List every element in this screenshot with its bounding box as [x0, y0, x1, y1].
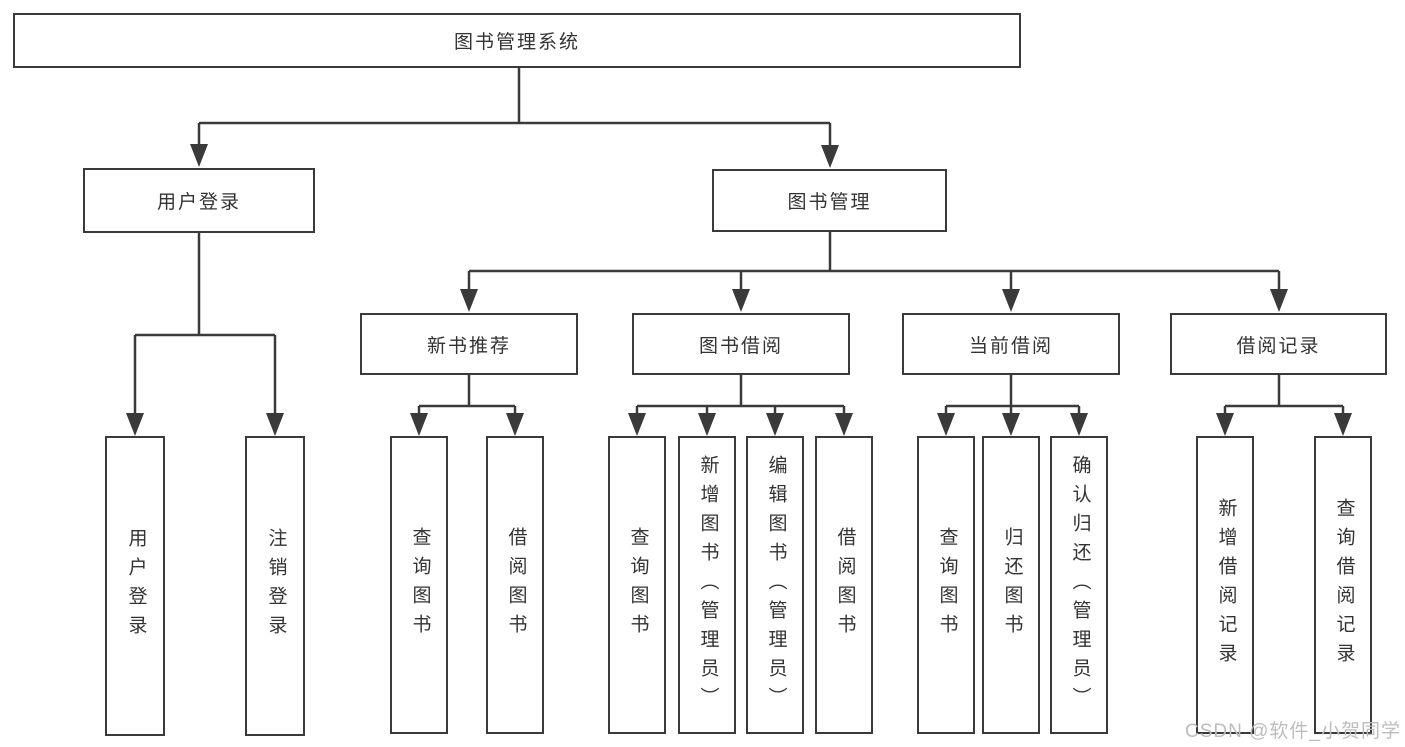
node-library-management-system: 图书管理系统	[13, 13, 1021, 68]
node-label: 查询借阅记录	[1333, 498, 1355, 672]
node-label: 查询图书	[936, 527, 958, 643]
csdn-watermark: CSDN @软件_小贺同学	[1185, 721, 1401, 742]
node-borrow-book: 借阅图书	[815, 436, 873, 734]
node-query-books-current: 查询图书	[917, 436, 975, 734]
node-label: 编辑图书（管理员）	[765, 454, 787, 716]
node-label: 新增图书（管理员）	[697, 454, 719, 716]
node-book-management-branch: 图书管理	[712, 169, 947, 232]
node-borrow-records: 借阅记录	[1170, 313, 1387, 375]
node-current-borrow: 当前借阅	[902, 313, 1120, 375]
node-query-books-borrow: 查询图书	[608, 436, 666, 734]
node-label: 借阅记录	[1236, 335, 1321, 357]
node-label: 新增借阅记录	[1215, 498, 1237, 672]
node-book-borrow: 图书借阅	[632, 313, 850, 375]
node-label: 确认归还（管理员）	[1069, 454, 1091, 716]
node-label: 当前借阅	[968, 335, 1053, 357]
node-user-login-branch: 用户登录	[83, 168, 315, 233]
node-query-borrow-record: 查询借阅记录	[1314, 436, 1372, 734]
node-logout: 注销登录	[245, 436, 305, 736]
node-label: 归还图书	[1001, 527, 1023, 643]
node-label: 借阅图书	[834, 527, 856, 643]
node-borrow-books-recommend: 借阅图书	[486, 436, 544, 734]
node-edit-book-admin: 编辑图书（管理员）	[746, 436, 804, 734]
node-add-borrow-record: 新增借阅记录	[1196, 436, 1254, 734]
node-query-books-recommend: 查询图书	[390, 436, 448, 734]
node-label: 图书借阅	[698, 335, 783, 357]
node-label: 用户登录	[156, 192, 241, 213]
node-label: 借阅图书	[505, 527, 527, 643]
node-label: 图书管理系统	[453, 32, 580, 53]
node-new-book-recommend: 新书推荐	[360, 313, 578, 375]
arrowhead-icons	[126, 144, 1352, 436]
node-label: 图书管理	[787, 192, 872, 213]
node-return-book: 归还图书	[982, 436, 1040, 734]
node-label: 注销登录	[265, 528, 287, 644]
node-user-login: 用户登录	[105, 436, 165, 736]
node-label: 查询图书	[627, 527, 649, 643]
node-confirm-return-admin: 确认归还（管理员）	[1050, 436, 1108, 734]
node-label: 用户登录	[125, 528, 147, 644]
node-add-book-admin: 新增图书（管理员）	[678, 436, 736, 734]
node-label: 查询图书	[409, 527, 431, 643]
node-label: 新书推荐	[426, 335, 511, 357]
